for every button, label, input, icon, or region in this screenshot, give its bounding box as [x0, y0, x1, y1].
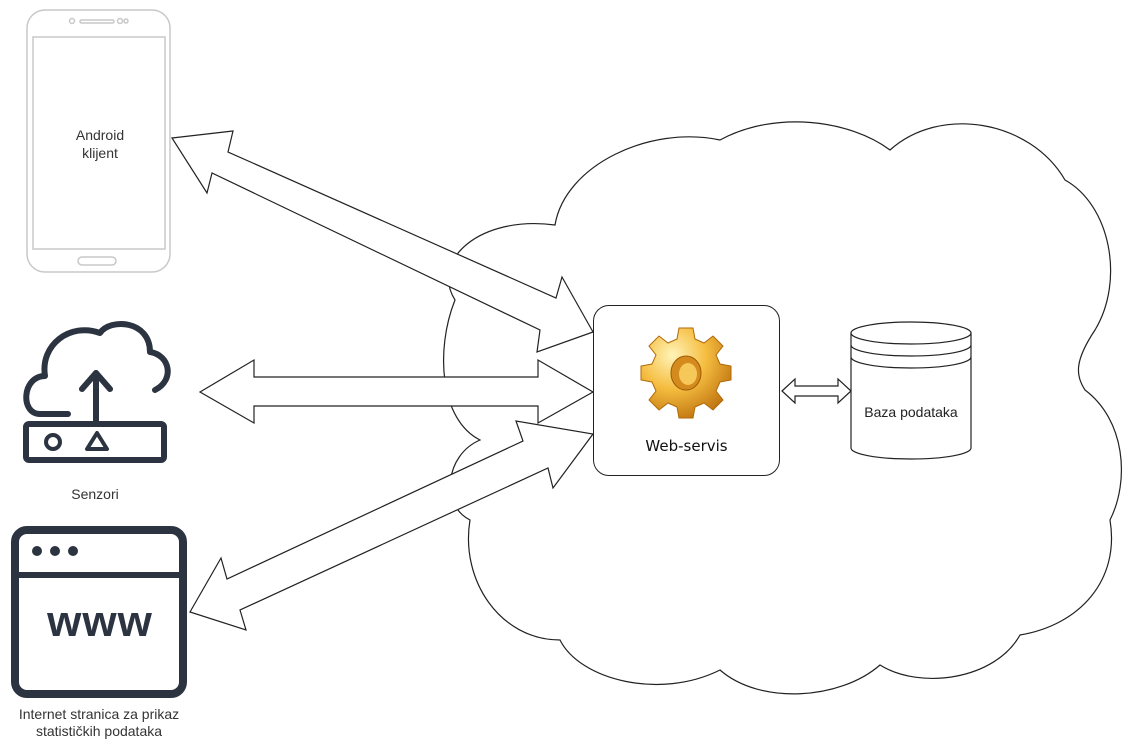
android-phone-icon	[26, 9, 171, 273]
database-label: Baza podataka	[864, 404, 958, 420]
database-cylinder-icon	[850, 321, 972, 460]
www-browser-icon	[11, 526, 187, 698]
website-label: Internet stranica za prikaz statističkih…	[0, 706, 198, 740]
gear-icon	[640, 327, 732, 419]
sensors-label: Senzori	[71, 486, 119, 502]
website-label-line2: statističkih podataka	[35, 723, 163, 739]
www-icon-text: www	[47, 597, 153, 646]
android-label: Android klijent	[55, 126, 145, 162]
cloud-shape	[442, 121, 1123, 695]
android-label-line2: klijent	[82, 145, 118, 161]
sensor-icon	[23, 320, 171, 463]
webservice-label: Web-servis	[645, 437, 728, 455]
android-label-line1: Android	[75, 127, 125, 143]
website-label-line1: Internet stranica za prikaz	[18, 706, 180, 722]
